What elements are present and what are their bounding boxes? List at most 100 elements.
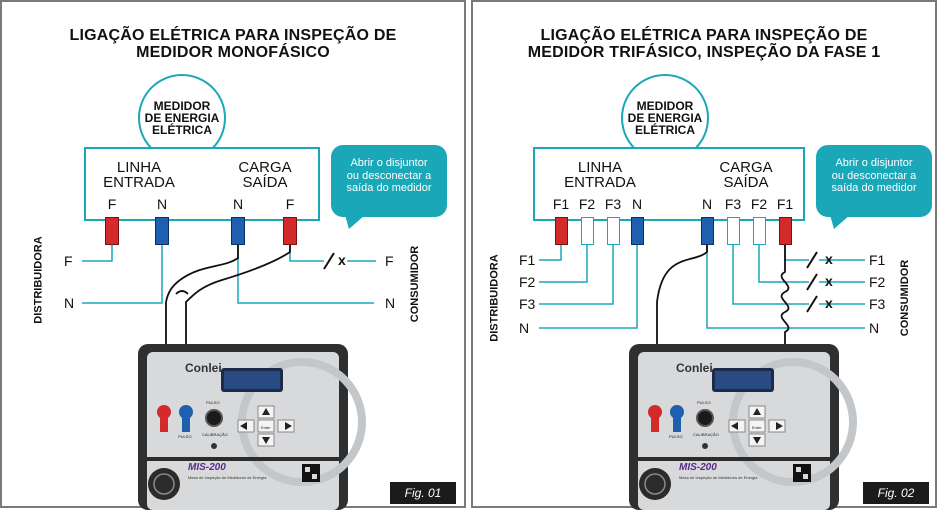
terminal-label: F3 [724, 196, 742, 212]
wire-label-left: N [64, 295, 75, 311]
enter-key-label: Enter [261, 425, 271, 430]
terminal-block-white [753, 217, 766, 245]
group-saida-line-1: CARGA [238, 159, 292, 176]
terminal-label: F [285, 196, 295, 212]
wire-label-left: F3 [519, 296, 536, 312]
terminal-block-blue [631, 217, 644, 245]
device-model: MIS-200 [679, 462, 717, 473]
wiring-diagram: Conlei MIS-200 Mesa de Inspeção de Medid… [82, 244, 376, 510]
group-entrada-line-1: LINHA [116, 159, 162, 176]
knob-label: PULSO [697, 400, 711, 405]
meter-terminal-box [533, 147, 805, 221]
callout-line-3: saída do medidor [831, 182, 917, 194]
terminal-label: N [631, 196, 643, 212]
terminal-block-blue [155, 217, 169, 245]
wire-label-left: F [64, 253, 73, 269]
wire-label-right: F1 [869, 252, 886, 268]
wire-label-left: F2 [519, 274, 536, 290]
side-label-distribuidora: DISTRIBUIDORA [488, 254, 501, 342]
callout-line-2: ou desconectar a [346, 169, 432, 182]
group-entrada-line-2: ENTRADA [564, 174, 636, 191]
terminal-label: F3 [604, 196, 622, 212]
callout-bubble: Abrir o disjuntor ou desconectar a saída… [816, 145, 932, 229]
wire-label-right: N [385, 295, 396, 311]
group-saida-line-2: SAÍDA [242, 174, 288, 191]
panel-title: LIGAÇÃO ELÉTRICA PARA INSPEÇÃO DE MEDIDO… [2, 27, 464, 61]
pulse-label: PULSO [178, 434, 192, 439]
callout-line-3: saída do medidor [346, 182, 432, 194]
meter-line-3: ELÉTRICA [635, 123, 695, 137]
panel-trifasico: LIGAÇÃO ELÉTRICA PARA INSPEÇÃO DE MEDIDO… [471, 0, 937, 510]
device-brand: Conlei [676, 361, 713, 375]
title-line-1: LIGAÇÃO ELÉTRICA PARA INSPEÇÃO DE [540, 27, 868, 44]
callout-tail [345, 215, 365, 229]
group-entrada-line-2: ENTRADA [103, 174, 175, 191]
group-saida-line-1: CARGA [719, 159, 773, 176]
knob-label: PULSO [206, 400, 220, 405]
group-saida: CARGA SAÍDA [220, 160, 310, 190]
callout-line-1: Abrir o disjuntor [350, 157, 428, 169]
callout-tail [830, 215, 850, 229]
terminal-block-red [283, 217, 297, 245]
callout-line-1: Abrir o disjuntor [835, 157, 913, 169]
device-model: MIS-200 [188, 462, 226, 473]
terminal-label: F2 [578, 196, 596, 212]
device-subtitle: Mesa de Inspeção de Medidores de Energia [188, 475, 267, 480]
enter-key-label: Enter [752, 425, 762, 430]
wire-label-right: F [385, 253, 394, 269]
wiring-diagram: Conlei MIS-200 Mesa de Inspeção de Medid… [539, 244, 865, 510]
terminal-label: N [232, 196, 244, 212]
terminal-block-white [727, 217, 740, 245]
cal-label: CALIBRAÇÃO [693, 432, 719, 437]
terminal-block-white [607, 217, 620, 245]
terminal-label: N [701, 196, 713, 212]
wire-label-right: F2 [869, 274, 886, 290]
terminal-label: F1 [552, 196, 570, 212]
terminal-block-red [555, 217, 568, 245]
terminal-block-white [581, 217, 594, 245]
group-entrada-line-1: LINHA [577, 159, 623, 176]
meter-line-2: DE ENERGIA [627, 111, 703, 125]
group-saida: CARGA SAÍDA [701, 160, 791, 190]
pulse-label: PULSO [669, 434, 683, 439]
terminal-label: F2 [750, 196, 768, 212]
meter-line-1: MEDIDOR [153, 99, 211, 113]
callout-line-2: ou desconectar a [831, 169, 917, 182]
figure-label: Fig. 02 [863, 482, 929, 504]
mis200-device [629, 344, 857, 510]
terminal-block-blue [231, 217, 245, 245]
meter-terminal-box [84, 147, 320, 221]
device-subtitle: Mesa de Inspeção de Medidores de Energia [679, 475, 758, 480]
title-line-1: LIGAÇÃO ELÉTRICA PARA INSPEÇÃO DE [69, 27, 397, 44]
meter-line-2: DE ENERGIA [144, 111, 220, 125]
title-line-2: MEDIDOR TRIFÁSICO, INSPEÇÃO DA FASE 1 [527, 44, 881, 61]
break-mark: x [825, 251, 833, 267]
side-label-distribuidora: DISTRIBUIDORA [32, 236, 45, 324]
mis200-device [138, 344, 366, 510]
cal-label: CALIBRAÇÃO [202, 432, 228, 437]
callout-bubble: Abrir o disjuntor ou desconectar a saída… [331, 145, 447, 229]
terminal-block-blue [701, 217, 714, 245]
panel-title: LIGAÇÃO ELÉTRICA PARA INSPEÇÃO DE MEDIDO… [473, 27, 935, 61]
wire-label-left: N [519, 320, 530, 336]
terminal-label: F [107, 196, 117, 212]
group-entrada: LINHA ENTRADA [555, 160, 645, 190]
wire-label-right: F3 [869, 296, 886, 312]
title-line-2: MEDIDOR MONOFÁSICO [136, 44, 330, 61]
meter-line-1: MEDIDOR [636, 99, 694, 113]
side-label-consumidor: CONSUMIDOR [899, 259, 912, 337]
break-mark: x [825, 273, 833, 289]
figure-label: Fig. 01 [390, 482, 456, 504]
group-entrada: LINHA ENTRADA [94, 160, 184, 190]
device-brand: Conlei [185, 361, 222, 375]
break-mark: x [338, 252, 346, 268]
panel-monofasico: LIGAÇÃO ELÉTRICA PARA INSPEÇÃO DE MEDIDO… [0, 0, 466, 510]
terminal-label: F1 [776, 196, 794, 212]
terminal-block-red [105, 217, 119, 245]
meter-line-3: ELÉTRICA [152, 123, 212, 137]
side-label-consumidor: CONSUMIDOR [409, 245, 422, 323]
wire-label-left: F1 [519, 252, 536, 268]
break-mark: x [825, 295, 833, 311]
terminal-block-red [779, 217, 792, 245]
group-saida-line-2: SAÍDA [723, 174, 769, 191]
